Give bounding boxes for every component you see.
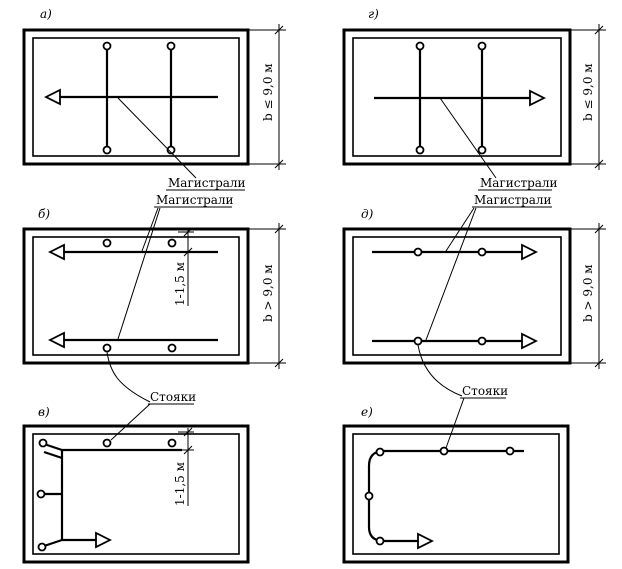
building-outline [22, 28, 250, 166]
offset-dimension-label: 1-1,5 м [173, 262, 187, 306]
mains-label: Магистрали [156, 193, 234, 207]
dimension-tick [594, 224, 604, 234]
building-outline [342, 28, 572, 166]
risers-label: Стояки [150, 390, 196, 404]
riser-circle [477, 336, 487, 346]
riser-circle [102, 145, 112, 155]
panel-e: е) Стояки [342, 344, 570, 564]
panel-v: в) Стояки 1-1,5 м [22, 351, 250, 564]
dimension-tick [274, 224, 284, 234]
branch-pipe [43, 538, 63, 548]
width-dimension-label: b ≤ 9,0 м [261, 63, 275, 121]
riser-circle [36, 489, 46, 499]
riser-circle [166, 145, 176, 155]
dimension-tick [594, 25, 604, 35]
riser-circle [166, 41, 176, 51]
width-dimension-label: b > 9,0 м [581, 264, 595, 322]
flow-arrow-right [529, 89, 547, 107]
panel-b-letter: б) [38, 207, 50, 221]
flow-arrow-right [521, 332, 539, 350]
panel-a: а) Магистрали b ≤ 9,0 м [22, 7, 286, 191]
main-pipe [367, 449, 524, 543]
leader-line [445, 207, 475, 252]
mains-label: Магистрали [168, 176, 246, 190]
branch-pipe [43, 450, 63, 460]
riser-circle [102, 238, 112, 248]
flow-arrow-left [47, 243, 65, 261]
dimension-tick [274, 25, 284, 35]
leader-line [445, 397, 465, 449]
building-inner-wall [352, 37, 562, 157]
dimension-tick [183, 427, 193, 437]
mains-label: Магистрали [480, 176, 558, 190]
panel-e-letter: е) [361, 405, 373, 419]
offset-dimension-label: 1-1,5 м [173, 462, 187, 506]
dimension-tick [183, 227, 193, 237]
riser-circle [413, 247, 423, 257]
panel-v-letter: в) [38, 405, 50, 419]
leader-line [417, 344, 463, 397]
riser-circle [375, 536, 385, 546]
riser-circle [477, 41, 487, 51]
leader-line [117, 97, 197, 179]
riser-circle [415, 145, 425, 155]
flow-arrow-right [521, 243, 539, 261]
panel-d-letter: д) [361, 207, 374, 221]
riser-circle [413, 336, 423, 346]
building-inner-wall [32, 433, 240, 555]
dimension-tick [594, 358, 604, 368]
riser-circle [364, 491, 374, 501]
width-dimension-label: b ≤ 9,0 м [581, 63, 595, 121]
leader-line [141, 207, 159, 252]
dimension-tick [183, 445, 193, 455]
leader-line [439, 97, 497, 179]
riser-circle [415, 41, 425, 51]
riser-circle [505, 446, 515, 456]
dimension-tick [274, 358, 284, 368]
flow-arrow-left [47, 331, 65, 349]
building-inner-wall [32, 37, 240, 157]
riser-circle [37, 542, 47, 552]
mains-label: Магистрали [474, 193, 552, 207]
panel-a-letter: а) [40, 7, 52, 21]
building-inner-wall [352, 236, 562, 356]
risers-label: Стояки [462, 384, 508, 398]
building-outline [22, 424, 250, 564]
building-outline [22, 227, 250, 365]
dimension-tick [274, 159, 284, 169]
panel-d: д) Магистрали b > 9,0 м [342, 193, 606, 369]
riser-circle [167, 438, 177, 448]
riser-circle [102, 438, 112, 448]
leader-line [110, 403, 151, 441]
riser-circle [38, 438, 48, 448]
dimension-tick [183, 247, 193, 257]
flow-arrow-left [43, 88, 61, 106]
riser-circle [439, 446, 449, 456]
width-dimension-label: b > 9,0 м [261, 264, 275, 322]
leader-line [117, 207, 161, 340]
riser-circle [375, 447, 385, 457]
building-inner-wall [32, 236, 240, 356]
flow-arrow-right [417, 532, 435, 550]
building-outline [342, 227, 572, 365]
riser-circle [102, 343, 112, 353]
dimension-tick [594, 159, 604, 169]
branch-pipe [43, 442, 63, 452]
building-outline [342, 424, 570, 564]
leader-line [425, 207, 477, 341]
riser-circle [167, 238, 177, 248]
riser-circle [167, 343, 177, 353]
panel-g: г) Магистрали b ≤ 9,0 м [342, 7, 606, 191]
riser-circle [102, 41, 112, 51]
panel-b: б) Магистрали 1-1,5 м b > 9,0 м [22, 193, 286, 369]
building-inner-wall [352, 433, 560, 555]
riser-circle [477, 145, 487, 155]
leader-line [106, 351, 151, 403]
panel-g-letter: г) [368, 7, 379, 21]
flow-arrow-right [95, 531, 113, 549]
riser-circle [477, 247, 487, 257]
